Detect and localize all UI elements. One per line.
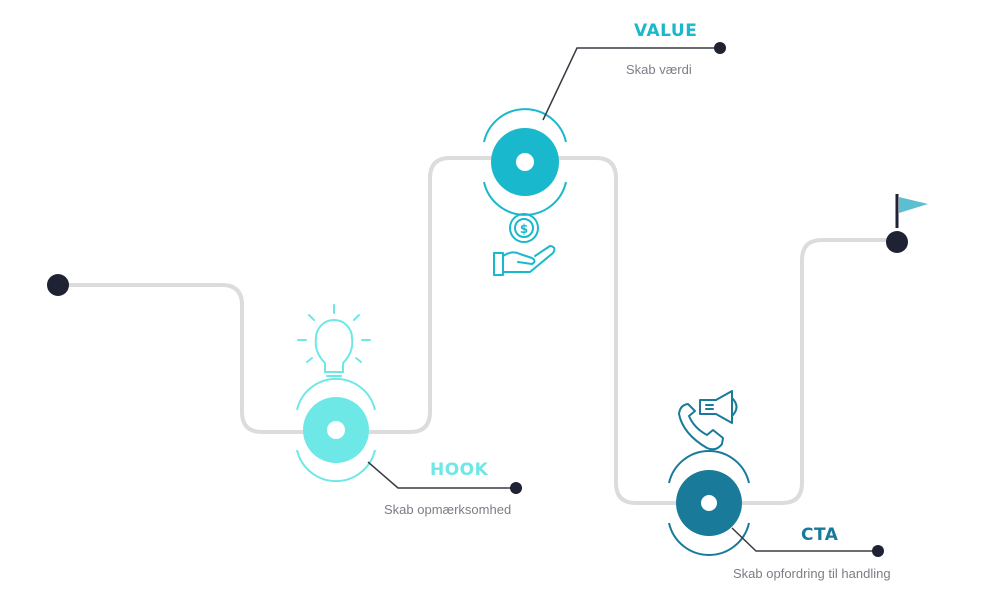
hook-title: HOOK bbox=[430, 460, 489, 480]
value-subtitle: Skab værdi bbox=[626, 62, 692, 77]
cta-title: CTA bbox=[801, 525, 839, 545]
value-leader bbox=[542, 42, 726, 121]
flag-icon bbox=[895, 194, 928, 228]
cta-leader bbox=[731, 527, 884, 557]
end-dot bbox=[886, 231, 908, 253]
journey-path bbox=[56, 156, 899, 505]
cta-node bbox=[668, 450, 750, 556]
cta-subtitle: Skab opfordring til handling bbox=[733, 566, 891, 581]
money-hand-icon: $ bbox=[493, 213, 556, 276]
value-node bbox=[483, 108, 567, 216]
value-title: VALUE bbox=[634, 21, 698, 41]
hook-leader bbox=[367, 461, 522, 494]
start-dot bbox=[47, 274, 69, 296]
lightbulb-icon bbox=[297, 304, 371, 377]
svg-text:$: $ bbox=[520, 222, 528, 236]
hook-node bbox=[296, 377, 376, 483]
hook-subtitle: Skab opmærksomhed bbox=[384, 502, 512, 517]
phone-megaphone-icon bbox=[678, 390, 738, 451]
